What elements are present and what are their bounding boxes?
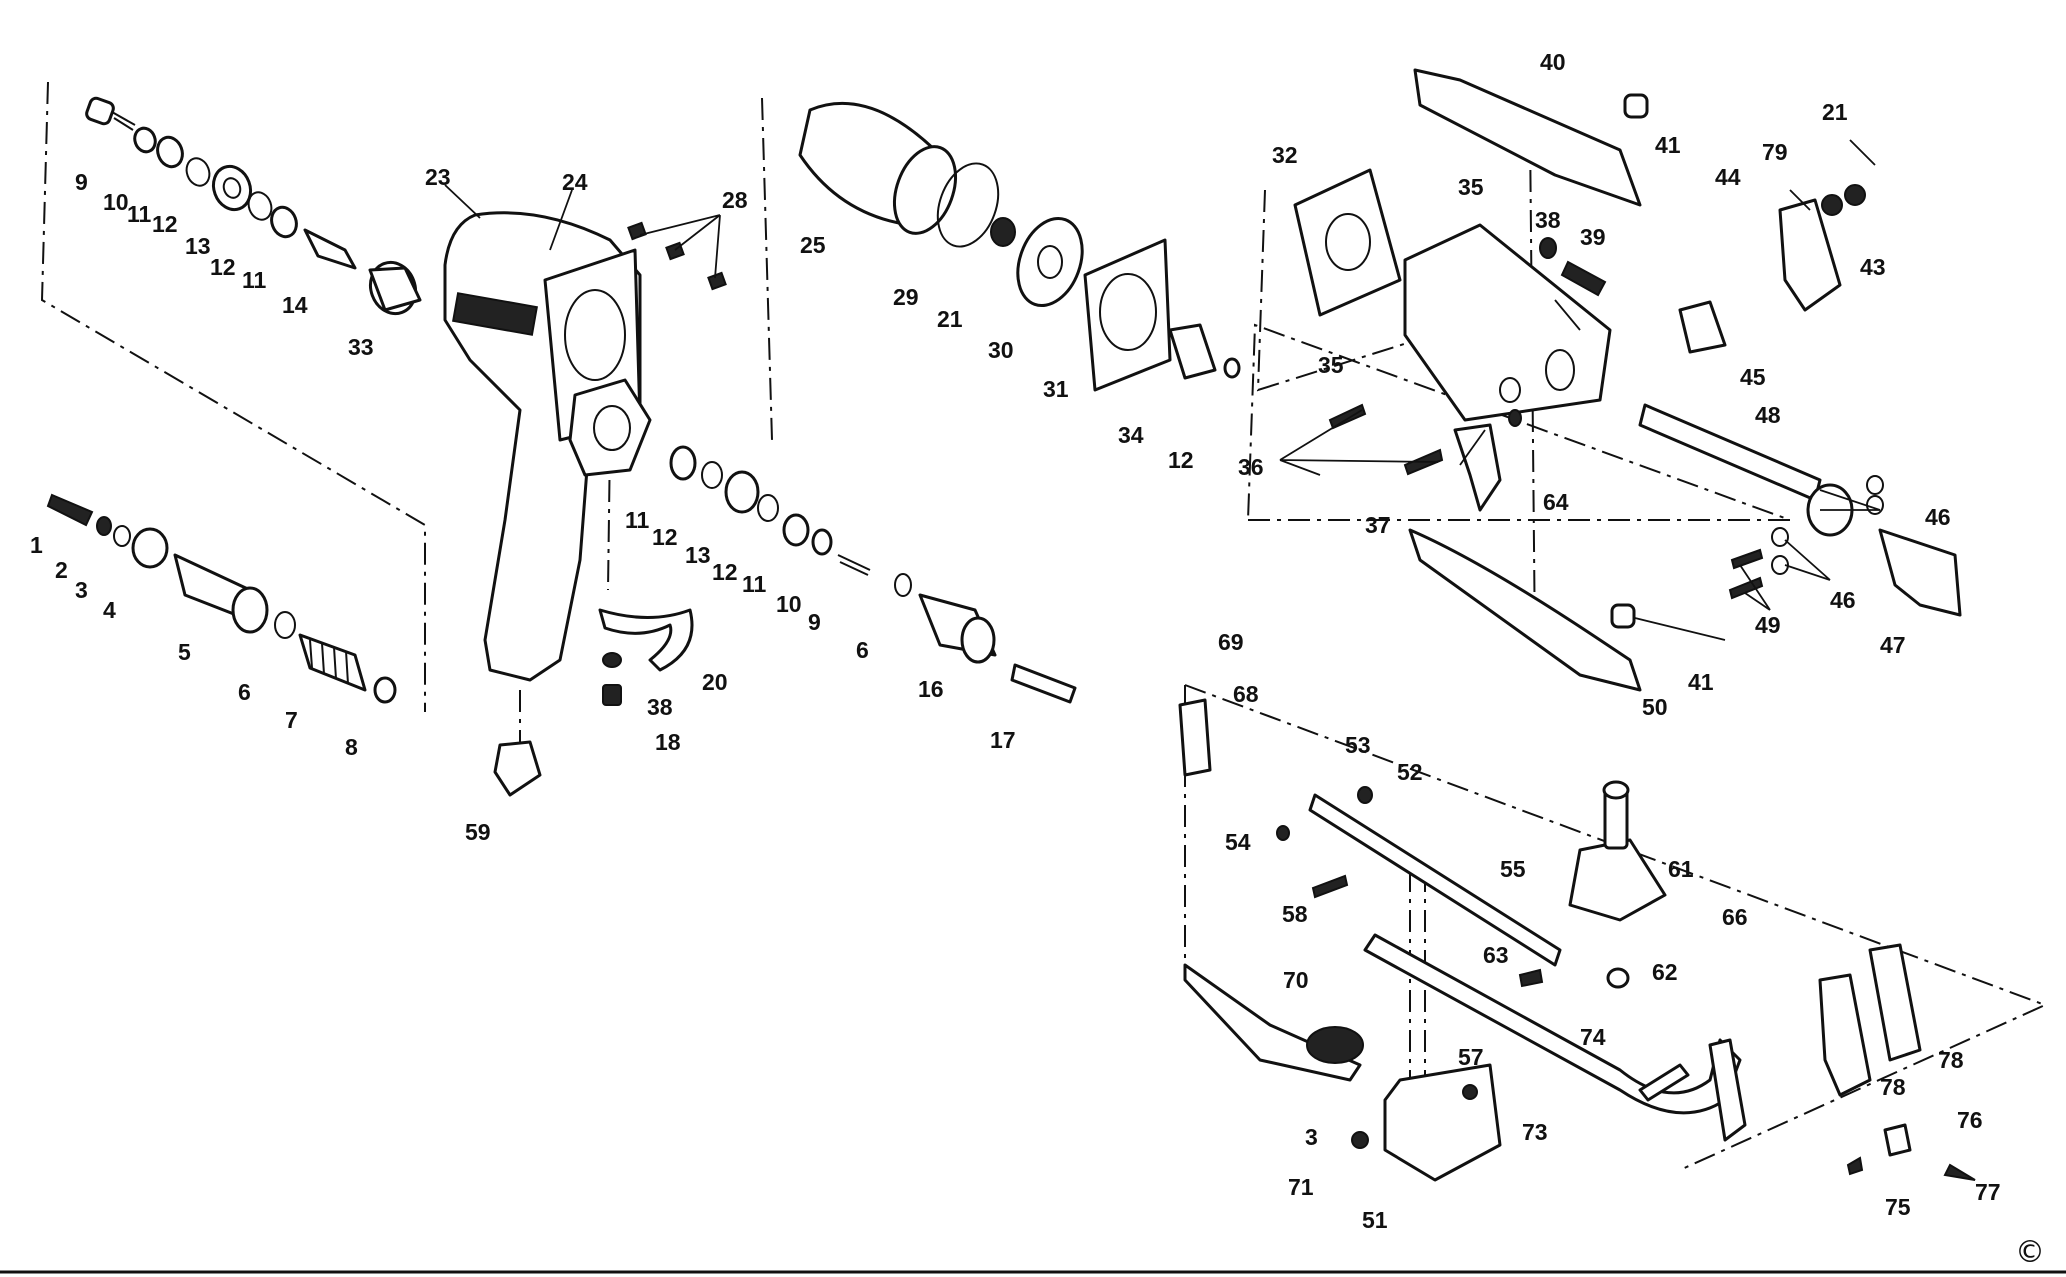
label-10: 10 [103,189,129,215]
label-66: 66 [1722,904,1748,930]
label-50: 50 [1642,694,1668,720]
label-17: 17 [990,727,1016,753]
label-13: 13 [185,233,211,259]
label-38: 38 [647,694,673,720]
label-61: 61 [1668,856,1694,882]
label-62: 62 [1652,959,1678,985]
label-23: 23 [425,164,451,190]
part-labels: 9 10 11 12 13 12 11 14 33 23 24 28 1 2 3… [30,49,2001,1233]
label-6b: 6 [856,637,869,663]
label-28: 28 [722,187,748,213]
label-20: 20 [702,669,728,695]
label-79: 79 [1762,139,1788,165]
label-11: 11 [127,201,152,227]
copyright-symbol: © [2015,1235,2045,1270]
label-8: 8 [345,734,358,760]
label-41b: 41 [1688,669,1714,695]
label-31: 31 [1043,376,1069,402]
label-10b: 10 [776,591,802,617]
label-12: 12 [152,211,178,237]
label-12b: 12 [210,254,236,280]
label-25: 25 [800,232,826,258]
label-41: 41 [1655,132,1681,158]
label-76: 76 [1957,1107,1983,1133]
label-13c: 13 [685,542,711,568]
label-18: 18 [655,729,681,755]
saw-frame-assembly [1178,698,1976,1182]
label-29: 29 [893,284,919,310]
label-70: 70 [1283,967,1309,993]
label-12e: 12 [1168,447,1194,473]
label-59: 59 [465,819,491,845]
label-78b: 78 [1880,1074,1906,1100]
label-30: 30 [988,337,1014,363]
bracket-assembly [1293,68,1866,422]
label-11d: 11 [742,571,767,597]
label-69: 69 [1218,629,1244,655]
label-37: 37 [1365,512,1391,538]
label-21b: 21 [1822,99,1848,125]
label-4: 4 [103,597,116,623]
label-36: 36 [1238,454,1264,480]
label-57: 57 [1458,1044,1484,1070]
label-58: 58 [1282,901,1308,927]
label-39: 39 [1580,224,1606,250]
label-51: 51 [1362,1207,1388,1233]
label-43: 43 [1860,254,1886,280]
label-45: 45 [1740,364,1766,390]
inlet-valve-assembly [85,96,422,316]
label-35b: 35 [1318,352,1344,378]
label-52: 52 [1397,759,1423,785]
label-12c: 12 [652,524,678,550]
label-2: 2 [55,557,68,583]
label-21: 21 [937,306,963,332]
label-6: 6 [238,679,251,705]
motor-shaft-assembly [669,445,1077,704]
label-33: 33 [348,334,374,360]
rod-and-jaw-assembly [1328,377,1962,692]
label-63: 63 [1483,942,1509,968]
reverse-valve-assembly [46,493,397,704]
label-75: 75 [1885,1194,1911,1220]
label-47: 47 [1880,632,1906,658]
label-7: 7 [285,707,298,733]
label-1: 1 [30,532,43,558]
label-24: 24 [562,169,588,195]
label-5: 5 [178,639,191,665]
label-44: 44 [1715,164,1741,190]
label-73: 73 [1522,1119,1548,1145]
label-34: 34 [1118,422,1144,448]
label-64: 64 [1543,489,1569,515]
label-3b: 3 [1305,1124,1318,1150]
label-14: 14 [282,292,308,318]
label-74: 74 [1580,1024,1606,1050]
label-46b: 46 [1830,587,1856,613]
small-parts-center [493,221,727,797]
label-53: 53 [1345,732,1371,758]
label-68: 68 [1233,681,1259,707]
tool-housing [443,211,652,682]
label-12d: 12 [712,559,738,585]
label-40: 40 [1540,49,1566,75]
label-35: 35 [1458,174,1484,200]
label-71: 71 [1288,1174,1314,1200]
label-11c: 11 [625,507,650,533]
label-38b: 38 [1535,207,1561,233]
label-49: 49 [1755,612,1781,638]
label-32: 32 [1272,142,1298,168]
label-46: 46 [1925,504,1951,530]
label-78: 78 [1938,1047,1964,1073]
label-9: 9 [75,169,88,195]
leader-lines [444,139,1881,641]
cylinder-assembly [798,102,1241,392]
label-54: 54 [1225,829,1251,855]
label-3: 3 [75,577,88,603]
label-16: 16 [918,676,944,702]
label-55: 55 [1500,856,1526,882]
label-11b: 11 [242,267,267,293]
label-9b: 9 [808,609,821,635]
label-77: 77 [1975,1179,2001,1205]
label-48: 48 [1755,402,1781,428]
